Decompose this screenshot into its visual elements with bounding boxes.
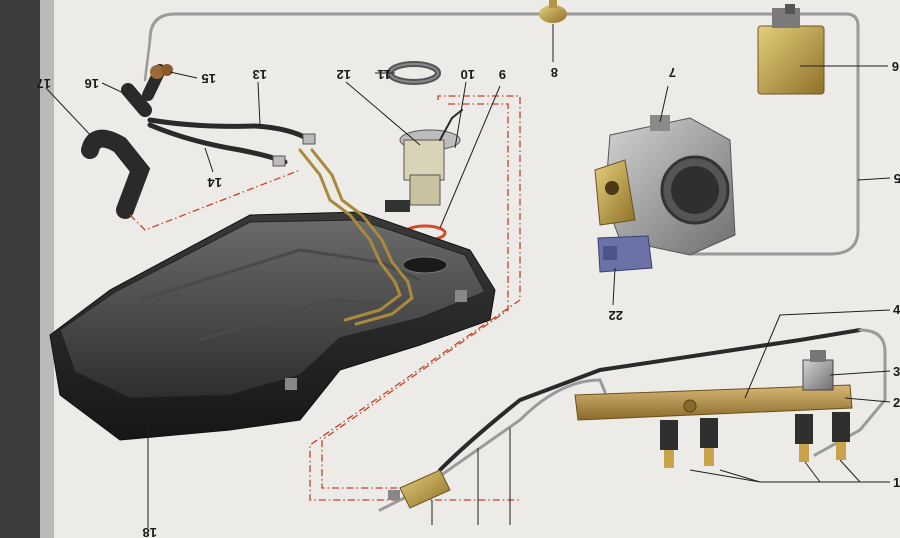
leader-16 xyxy=(101,82,129,96)
leader-12 xyxy=(345,81,421,146)
callout-9: 9 xyxy=(499,67,506,82)
regulator-line xyxy=(813,328,887,457)
leader-15 xyxy=(169,71,198,79)
callout-18: 18 xyxy=(143,525,157,538)
callout-6: 6 xyxy=(892,59,899,74)
fuel-filter xyxy=(388,469,451,509)
callout-14: 14 xyxy=(207,175,222,190)
tank-return-pipe xyxy=(310,148,414,326)
tank-supply-pipe xyxy=(298,148,402,322)
leader-14 xyxy=(204,147,214,173)
vent-line xyxy=(143,38,152,82)
pressure-regulator-3 xyxy=(802,350,834,391)
callout-22: 22 xyxy=(609,308,623,323)
binding-gradient xyxy=(40,0,54,538)
callout-7: 7 xyxy=(669,65,676,80)
idle-air-control-valve-22 xyxy=(597,235,653,273)
vent-hose-13 xyxy=(147,117,313,143)
leader-9 xyxy=(439,85,501,229)
dash-link-pump-outer xyxy=(309,95,521,501)
callout-10: 10 xyxy=(461,67,475,82)
book-binding-shadow xyxy=(0,0,40,538)
leader-bottom xyxy=(431,428,511,525)
callout-13: 13 xyxy=(253,67,267,82)
injector-1 xyxy=(660,420,678,468)
leader-3 xyxy=(829,370,891,376)
fuel-injectors-1 xyxy=(660,412,850,468)
dash-link-pump-inner xyxy=(321,103,509,489)
throttle-body-7 xyxy=(594,115,736,256)
leader-4 xyxy=(744,309,891,399)
leader-17 xyxy=(45,87,96,141)
injector-2 xyxy=(700,418,718,466)
clamp-top xyxy=(302,133,316,145)
leader-10 xyxy=(454,81,467,149)
leader-5 xyxy=(857,177,891,181)
dash-link-filler xyxy=(129,169,301,231)
callout-16: 16 xyxy=(85,76,99,91)
callout-12: 12 xyxy=(337,67,351,82)
leader-1 xyxy=(689,459,890,483)
callout-8: 8 xyxy=(551,65,558,80)
callout-17: 17 xyxy=(37,76,51,91)
leader-22 xyxy=(612,267,616,306)
adsorber-canister-6 xyxy=(757,4,825,95)
clamp-bottom xyxy=(272,155,286,167)
fuel-rail-2 xyxy=(574,384,853,421)
leader-7 xyxy=(659,85,669,123)
leader-13 xyxy=(257,81,261,126)
leader-2 xyxy=(844,397,891,403)
callout-4: 4 xyxy=(893,302,900,317)
callout-15: 15 xyxy=(202,71,216,86)
filler-neck-assembly xyxy=(81,64,173,219)
callout-2: 2 xyxy=(893,395,900,410)
callout-1: 1 xyxy=(893,475,900,490)
injector-4 xyxy=(832,412,850,460)
fuel-pump-module-10 xyxy=(385,109,463,212)
fuel-return-line xyxy=(148,12,860,256)
callout-11: 11 xyxy=(377,67,391,82)
injector-3 xyxy=(795,414,813,462)
fuel-filter-fitting-8 xyxy=(539,0,567,23)
fuel-supply-line xyxy=(438,328,862,472)
callout-3: 3 xyxy=(893,364,900,379)
callout-5: 5 xyxy=(894,171,900,186)
return-metal-line xyxy=(378,378,607,512)
